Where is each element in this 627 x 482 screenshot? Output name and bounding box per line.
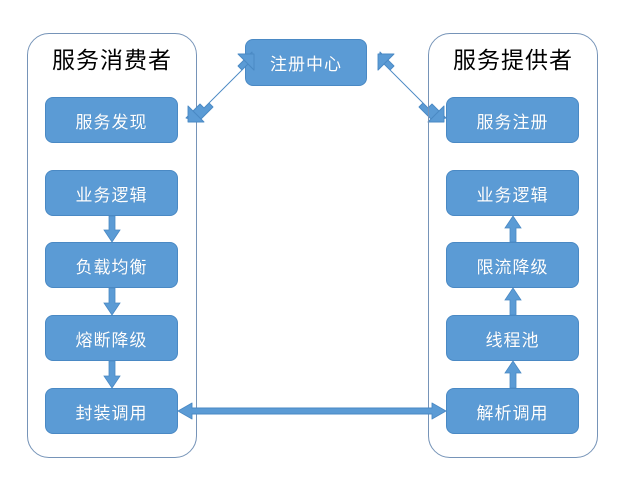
- arrow-provider-ratelimit-to-business: [501, 215, 525, 243]
- arrow-consumer-loadbalance-to-breaker: [100, 287, 124, 316]
- arrow-provider-threadpool-to-ratelimit: [501, 287, 525, 316]
- node-business-logic-consumer[interactable]: 业务逻辑: [45, 170, 178, 216]
- node-service-discovery[interactable]: 服务发现: [45, 97, 178, 143]
- node-circuit-breaker[interactable]: 熔断降级: [45, 315, 178, 361]
- node-parse-invocation[interactable]: 解析调用: [446, 388, 579, 434]
- consumer-panel-title: 服务消费者: [52, 47, 172, 73]
- node-service-registration[interactable]: 服务注册: [446, 97, 579, 143]
- node-thread-pool[interactable]: 线程池: [446, 315, 579, 361]
- provider-panel-title: 服务提供者: [453, 47, 573, 73]
- node-load-balancing[interactable]: 负载均衡: [45, 242, 178, 288]
- arrow-encapsulate-to-parse: [177, 400, 447, 422]
- consumer-panel: [27, 33, 197, 458]
- node-business-logic-provider[interactable]: 业务逻辑: [446, 170, 579, 216]
- arrow-registry-to-registration: [376, 51, 447, 124]
- node-rate-limit-degrade[interactable]: 限流降级: [446, 242, 579, 288]
- arrow-consumer-business-to-loadbalance: [100, 215, 124, 243]
- arrow-provider-parse-to-threadpool: [501, 360, 525, 389]
- node-encapsulated-invocation[interactable]: 封装调用: [45, 388, 178, 434]
- arrow-consumer-breaker-to-encapsulate: [100, 360, 124, 389]
- arrow-discovery-to-registry: [185, 51, 256, 124]
- registry-center[interactable]: 注册中心: [245, 39, 367, 86]
- provider-panel: [428, 33, 598, 458]
